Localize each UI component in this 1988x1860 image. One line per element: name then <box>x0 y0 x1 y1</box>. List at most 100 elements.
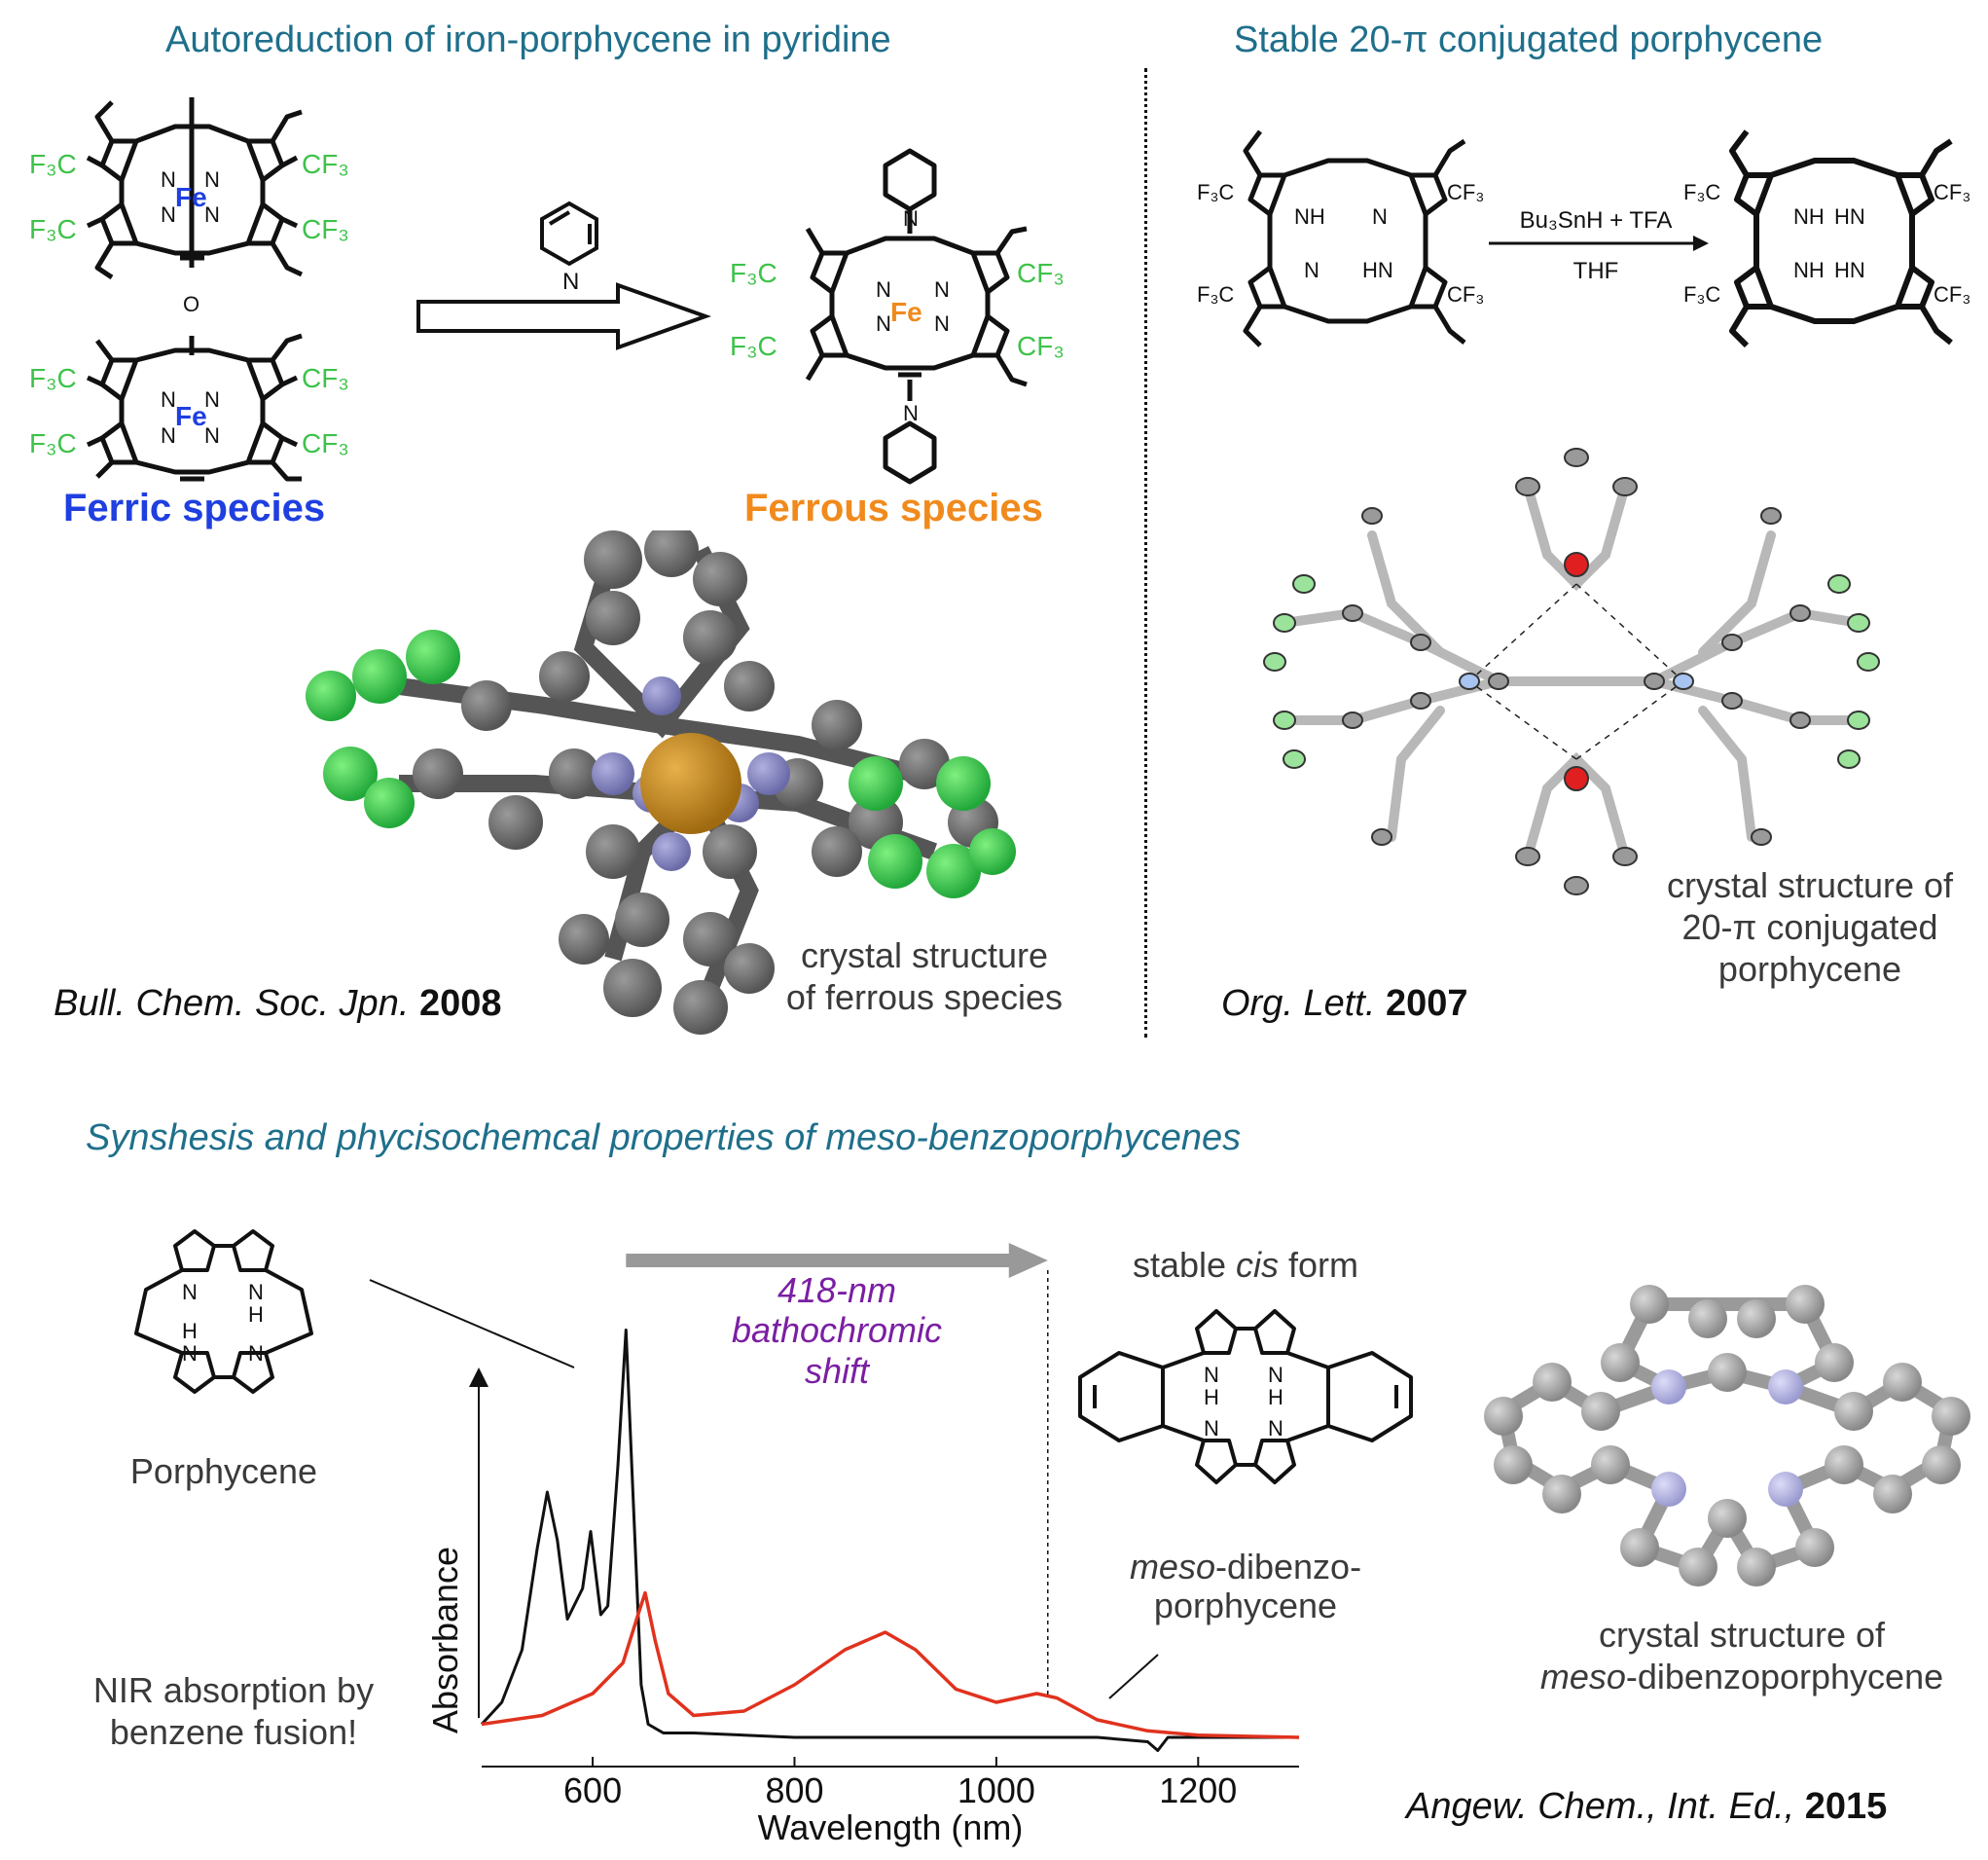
svg-text:H: H <box>1268 1385 1283 1409</box>
series-line-dibenzoporphycene <box>481 1590 1300 1739</box>
svg-text:F₃C: F₃C <box>1197 282 1234 307</box>
x-axis-label: Wavelength (nm) <box>758 1807 1024 1847</box>
ferric-fe-atom-lower: Fe <box>175 401 207 431</box>
svg-text:N: N <box>876 311 891 336</box>
absorption-spectrum-chart: Absorbance 600 800 1000 1200 Wavelength (nm… <box>425 1243 1300 1847</box>
svg-text:CF₃: CF₃ <box>302 214 349 244</box>
x-tick-label: 600 <box>563 1770 622 1810</box>
dibenzoporphycene-crystal-caption: crystal structure of meso-dibenzoporphyc… <box>1539 1615 1944 1697</box>
section-divider <box>1144 68 1147 1038</box>
svg-text:N: N <box>204 202 220 227</box>
dibenzo-pointer-line <box>1108 1654 1159 1699</box>
svg-text:HN: HN <box>1834 204 1865 229</box>
svg-text:N: N <box>1204 1416 1219 1441</box>
svg-text:F₃C: F₃C <box>1197 180 1234 204</box>
svg-text:HN: HN <box>1834 258 1865 282</box>
svg-text:N: N <box>876 277 891 302</box>
reagent-bottom: THF <box>1573 258 1619 284</box>
svg-text:N: N <box>903 206 919 231</box>
ferrous-species-label: Ferrous species <box>744 487 1043 529</box>
autoreduction-title: Autoreduction of iron-porphycene in pyri… <box>165 19 891 60</box>
ferrous-crystal-structure <box>306 530 1016 1035</box>
y-axis-label: Absorbance <box>425 1547 465 1733</box>
ferrous-crystal-caption: crystal structure of ferrous species <box>785 935 1064 1018</box>
svg-text:N: N <box>1304 258 1319 282</box>
svg-text:N: N <box>562 269 579 295</box>
svg-text:N: N <box>161 387 176 412</box>
svg-text:F₃C: F₃C <box>29 214 77 244</box>
svg-text:N: N <box>1268 1416 1283 1441</box>
bathochromic-shift-note: 418-nm bathochromic shift <box>731 1270 943 1391</box>
series-group <box>480 1329 1300 1752</box>
svg-text:N: N <box>248 1341 264 1366</box>
pyridine-reaction-arrow: N <box>416 201 711 350</box>
svg-text:CF₃: CF₃ <box>302 363 349 393</box>
dibenzoporphycene-crystal-structure <box>1484 1285 1970 1586</box>
svg-text:N: N <box>204 423 220 448</box>
svg-text:CF₃: CF₃ <box>1447 180 1484 204</box>
svg-text:F₃C: F₃C <box>29 149 77 179</box>
stable-cis-form-label: stable cis form <box>1132 1245 1359 1285</box>
series-line-porphycene <box>480 1329 1299 1752</box>
svg-text:HN: HN <box>1362 258 1393 282</box>
svg-text:H: H <box>1204 1385 1219 1409</box>
x-axis-ticks: 600 800 1000 1200 <box>563 1757 1237 1810</box>
reference-org-lett: Org. Lett. 2007 <box>1221 983 1468 1024</box>
reduction-arrow: Bu₃SnH + TFA THF <box>1489 207 1709 284</box>
svg-text:N: N <box>182 1341 198 1366</box>
svg-text:N: N <box>1204 1363 1219 1387</box>
svg-text:F₃C: F₃C <box>1683 180 1720 204</box>
svg-text:N: N <box>248 1280 264 1304</box>
porphycene-crystal-caption: crystal structure of 20-π conjugated por… <box>1666 865 1954 990</box>
shift-arrow-head <box>1008 1243 1048 1278</box>
svg-text:CF₃: CF₃ <box>1934 180 1970 204</box>
ferric-fe-atom-upper: Fe <box>175 182 207 212</box>
porphycene-crystal-structure <box>1263 448 1880 895</box>
svg-text:CF₃: CF₃ <box>302 428 349 458</box>
svg-text:N: N <box>1372 204 1388 229</box>
porphycene-product-structure: NH HN NH HN F₃C CF₃ F₃C CF₃ <box>1683 129 1970 348</box>
svg-text:F₃C: F₃C <box>29 428 77 458</box>
svg-text:CF₃: CF₃ <box>1017 258 1065 288</box>
ferrous-fe-atom: Fe <box>890 297 922 327</box>
svg-text:CF₃: CF₃ <box>1447 282 1484 307</box>
svg-text:N: N <box>161 167 176 192</box>
x-tick-label: 800 <box>765 1770 823 1810</box>
benzoporphycene-title: Synshesis and phycisochemcal properties … <box>86 1117 1242 1158</box>
svg-text:N: N <box>934 311 950 336</box>
nir-absorption-note: NIR absorption by benzene fusion! <box>92 1670 375 1753</box>
svg-text:CF₃: CF₃ <box>1934 282 1970 307</box>
svg-text:CF₃: CF₃ <box>1017 331 1065 361</box>
reference-bcsj: Bull. Chem. Soc. Jpn. 2008 <box>54 983 502 1024</box>
dibenzoporphycene-label: meso-dibenzo- porphycene <box>1129 1547 1362 1625</box>
svg-text:N: N <box>161 423 176 448</box>
svg-text:H: H <box>182 1319 198 1343</box>
x-tick-label: 1000 <box>958 1770 1035 1810</box>
svg-text:N: N <box>204 387 220 412</box>
porphycene-pointer-line <box>369 1279 575 1368</box>
ferric-species-label: Ferric species <box>63 487 326 529</box>
svg-text:NH: NH <box>1793 258 1825 282</box>
svg-text:NH: NH <box>1793 204 1825 229</box>
stable-porphycene-title: Stable 20-π conjugated porphycene <box>1234 19 1824 60</box>
svg-text:N: N <box>161 202 176 227</box>
svg-text:CF₃: CF₃ <box>302 149 349 179</box>
svg-text:N: N <box>204 167 220 192</box>
x-tick-label: 1200 <box>1159 1770 1237 1810</box>
svg-text:F₃C: F₃C <box>29 363 77 393</box>
svg-text:N: N <box>182 1280 198 1304</box>
svg-text:N: N <box>1268 1363 1283 1387</box>
bridge-oxygen: O <box>183 292 199 316</box>
reagent-top: Bu₃SnH + TFA <box>1520 207 1673 234</box>
svg-text:F₃C: F₃C <box>730 331 777 361</box>
svg-text:F₃C: F₃C <box>1683 282 1720 307</box>
svg-text:NH: NH <box>1294 204 1325 229</box>
svg-text:H: H <box>248 1302 264 1327</box>
svg-text:F₃C: F₃C <box>730 258 777 288</box>
reference-angew: Angew. Chem., Int. Ed., 2015 <box>1406 1786 1888 1827</box>
